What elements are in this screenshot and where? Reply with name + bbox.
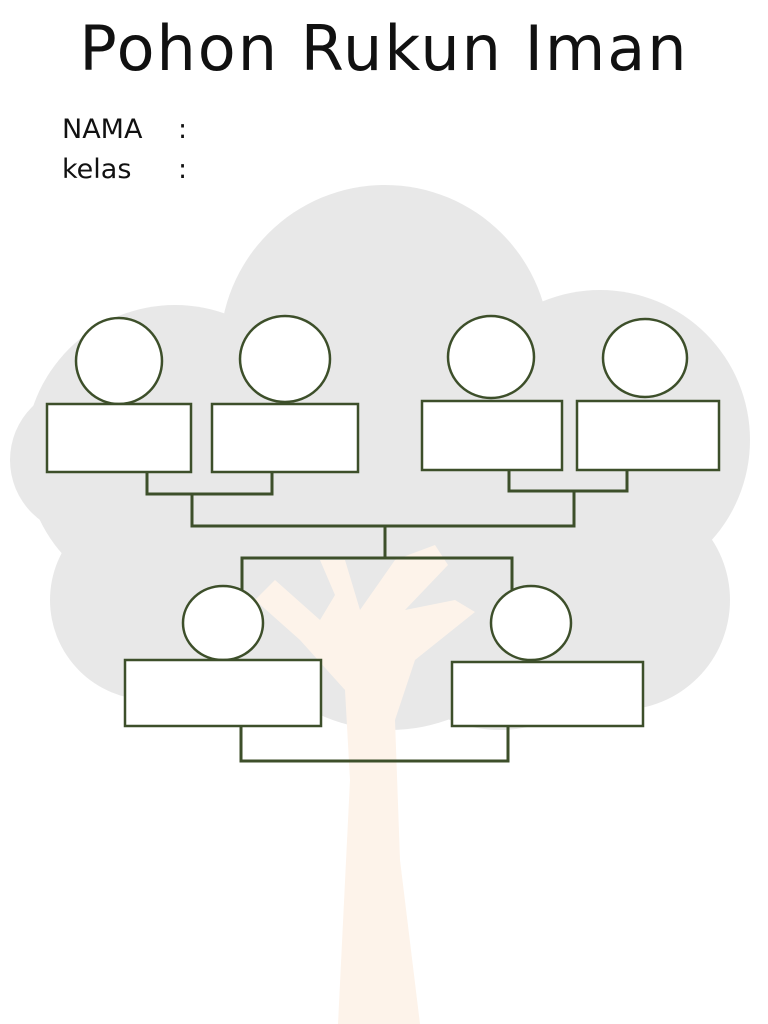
node-4-box[interactable]	[575, 399, 721, 472]
node-6	[450, 584, 645, 728]
kelas-colon: :	[178, 154, 188, 185]
page-title: Pohon Rukun Iman	[79, 12, 689, 85]
node-2	[210, 314, 360, 474]
tree-trunk	[255, 545, 475, 1024]
node-5-box[interactable]	[123, 658, 323, 728]
node-1-circle[interactable]	[74, 316, 164, 406]
node-1-box[interactable]	[45, 402, 193, 474]
node-3	[420, 314, 564, 472]
connector-lines	[145, 456, 629, 763]
nama-colon: :	[178, 114, 188, 145]
node-1	[45, 316, 193, 474]
node-6-box[interactable]	[450, 660, 645, 728]
node-4	[575, 317, 721, 472]
node-5-circle[interactable]	[181, 584, 265, 662]
node-4-circle[interactable]	[601, 317, 689, 399]
node-6-circle[interactable]	[489, 584, 573, 662]
node-2-circle[interactable]	[238, 314, 332, 404]
node-3-box[interactable]	[420, 399, 564, 472]
node-5	[123, 584, 323, 728]
nama-label: NAMA	[62, 114, 143, 145]
node-3-circle[interactable]	[446, 314, 536, 400]
kelas-label: kelas	[62, 154, 132, 185]
node-2-box[interactable]	[210, 402, 360, 474]
